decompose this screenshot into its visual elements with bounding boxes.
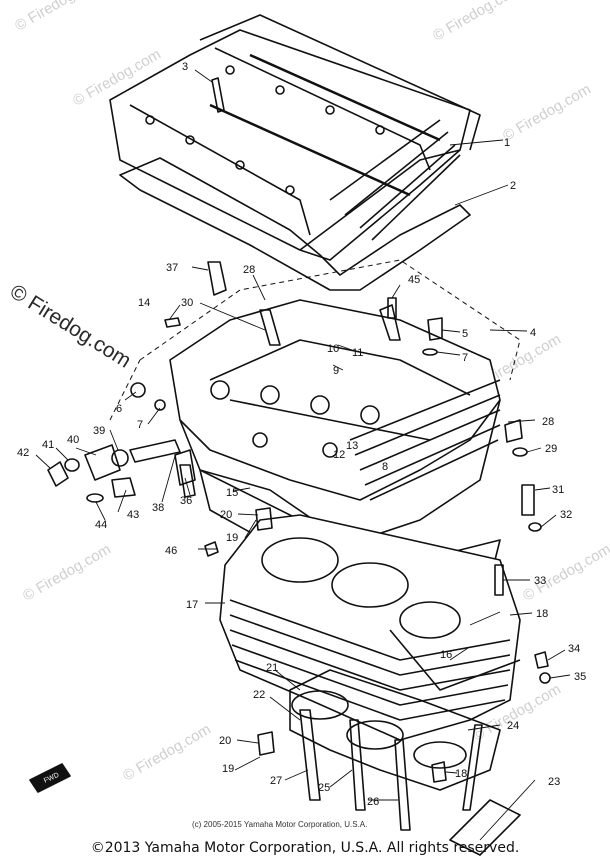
stud-33 <box>494 564 504 596</box>
label-33: 33 <box>534 575 546 587</box>
spark-plug <box>207 261 227 296</box>
label-20b: 20 <box>219 735 231 747</box>
label-35: 35 <box>574 671 586 683</box>
label-18b: 18 <box>455 768 467 780</box>
label-30: 30 <box>181 297 193 309</box>
cylinder-head <box>169 299 501 541</box>
part-28-right <box>504 419 523 443</box>
label-11: 11 <box>352 347 363 359</box>
label-43: 43 <box>127 509 139 521</box>
label-1: 1 <box>504 137 510 149</box>
label-46: 46 <box>165 545 177 557</box>
label-19: 19 <box>226 532 238 544</box>
washer-29 <box>512 447 528 457</box>
label-24: 24 <box>507 720 519 732</box>
label-18: 18 <box>536 608 548 620</box>
bolt-3 <box>211 77 225 113</box>
dowel-20 <box>255 507 273 531</box>
bolt-31 <box>521 484 535 516</box>
fwd-arrow <box>29 763 71 793</box>
label-7b: 7 <box>137 419 143 431</box>
label-7: 7 <box>462 352 468 364</box>
bolt-27 <box>299 709 321 801</box>
head-cover <box>109 14 481 261</box>
part-5 <box>427 317 443 341</box>
label-25: 25 <box>318 782 330 794</box>
label-36: 36 <box>180 495 192 507</box>
label-14: 14 <box>138 297 150 309</box>
part-46 <box>204 541 219 557</box>
label-19b: 19 <box>222 763 234 775</box>
part-34 <box>534 651 549 669</box>
label-8: 8 <box>382 461 388 473</box>
label-31: 31 <box>552 484 564 496</box>
footer-copyright: ©2013 Yamaha Motor Corporation, U.S.A. A… <box>90 840 520 856</box>
label-44: 44 <box>95 519 107 531</box>
label-2: 2 <box>510 180 516 192</box>
label-26: 26 <box>367 796 379 808</box>
label-17: 17 <box>186 599 198 611</box>
label-20: 20 <box>220 509 232 521</box>
part-35 <box>539 672 551 684</box>
bolt-6 <box>130 382 146 398</box>
fitting-assembly <box>47 439 196 503</box>
label-12: 12 <box>333 449 345 461</box>
assembly-outline <box>139 259 521 381</box>
label-5: 5 <box>462 328 468 340</box>
oring-23 <box>449 799 521 856</box>
head-cover-gasket <box>119 157 471 291</box>
label-27: 27 <box>270 775 282 787</box>
image-copyright: (c) 2005-2015 Yamaha Motor Corporation, … <box>192 820 368 829</box>
label-23: 23 <box>548 776 560 788</box>
label-9: 9 <box>333 365 339 377</box>
bolt-24 <box>462 724 483 811</box>
label-39: 39 <box>93 425 105 437</box>
label-28b: 28 <box>542 416 554 428</box>
label-34: 34 <box>568 643 580 655</box>
label-38: 38 <box>152 502 164 514</box>
label-37: 37 <box>166 262 178 274</box>
label-41: 41 <box>42 439 54 451</box>
label-10: 10 <box>327 343 339 355</box>
dowel-20b <box>257 731 275 756</box>
bolt-25 <box>349 719 366 811</box>
base-gasket <box>289 669 501 791</box>
bolt-26 <box>394 739 411 831</box>
stud-38 <box>179 464 196 498</box>
label-21: 21 <box>266 662 278 674</box>
label-4: 4 <box>530 327 536 339</box>
part-45 <box>387 297 397 319</box>
label-29: 29 <box>545 443 557 455</box>
dowel-18 <box>431 761 447 783</box>
label-40: 40 <box>67 434 79 446</box>
label-16: 16 <box>440 649 452 661</box>
label-45: 45 <box>408 274 420 286</box>
label-22: 22 <box>253 689 265 701</box>
label-28: 28 <box>243 264 255 276</box>
label-13: 13 <box>346 440 358 452</box>
label-6: 6 <box>116 403 122 415</box>
washer-32 <box>528 522 542 532</box>
label-42: 42 <box>17 447 29 459</box>
label-3: 3 <box>182 61 188 73</box>
label-32: 32 <box>560 509 572 521</box>
cylinder-block <box>219 514 521 741</box>
pin-14 <box>164 317 181 328</box>
label-15: 15 <box>226 487 238 499</box>
